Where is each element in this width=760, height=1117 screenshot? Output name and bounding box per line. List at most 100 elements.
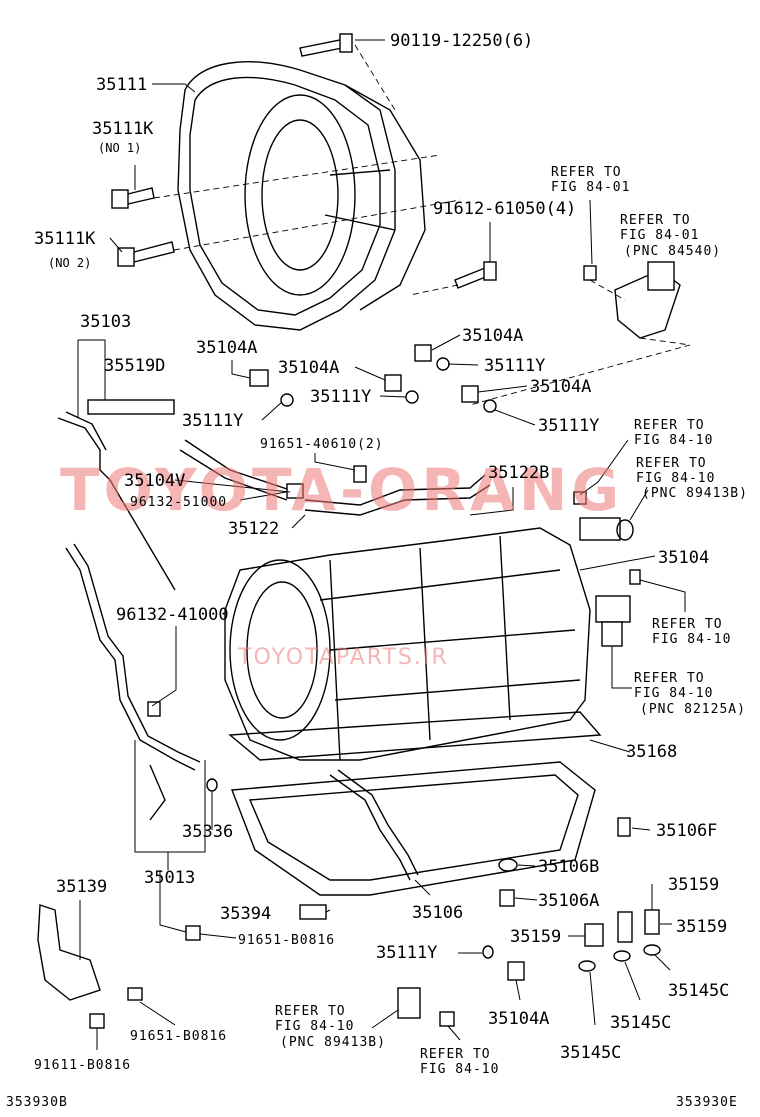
bolt-91612 <box>454 261 497 289</box>
label-plug5: 35104A <box>488 1009 549 1029</box>
ref-block-7: REFER TO FIG 84-10 (PNC 89413B) <box>275 1004 386 1050</box>
svg-text:REFER TO: REFER TO <box>420 1047 491 1062</box>
sensor-35159-2 <box>617 911 633 943</box>
label-tube-assy: 35013 <box>144 868 195 888</box>
drain-35106f <box>617 817 631 837</box>
svg-text:FIG 84-10: FIG 84-10 <box>652 632 731 647</box>
oring-2 <box>405 390 419 404</box>
label-bolt-b1: 91651-B0816 <box>238 933 335 948</box>
svg-text:FIG 84-01: FIG 84-01 <box>620 228 699 243</box>
label-pad: 35394 <box>220 904 271 924</box>
ref-block-6: REFER TO FIG 84-10 (PNC 82125A) <box>634 671 745 717</box>
oring-35336 <box>206 778 218 792</box>
label-oring5: 35336 <box>182 822 233 842</box>
oring-4 <box>483 399 497 413</box>
label-plug3: 35104A <box>462 326 523 346</box>
footer-code-right: 353930E <box>676 1095 738 1110</box>
label-drain: 35106F <box>656 821 717 841</box>
footer-code-left: 353930B <box>6 1095 68 1110</box>
pipe-35122b <box>304 474 486 506</box>
label-housing: 35111 <box>96 75 147 95</box>
bolt-91611-b0816 <box>89 1013 105 1029</box>
label-bolt-top: 90119-12250(6) <box>390 31 533 51</box>
label-hose1: 96132-51000 <box>130 495 227 510</box>
sensor-35159-1 <box>584 923 604 947</box>
dipstick <box>57 411 176 591</box>
label-bolt-b2: 91651-B0816 <box>130 1029 227 1044</box>
svg-text:FIG 84-10: FIG 84-10 <box>636 471 715 486</box>
label-oring2: 35111Y <box>310 387 371 407</box>
ref-block-5: REFER TO FIG 84-10 <box>652 617 731 647</box>
bolt-ref-8401 <box>583 265 597 281</box>
transmission-case <box>224 527 591 761</box>
label-plug1: 35104A <box>196 338 257 358</box>
oring-3 <box>436 357 450 371</box>
bolt-91651-b0816-2 <box>127 987 143 1001</box>
label-no2: (NO 2) <box>48 256 91 270</box>
plug-35104a-3 <box>414 344 432 362</box>
svg-text:(PNC 89413B): (PNC 89413B) <box>642 486 748 501</box>
label-sensor3: 35159 <box>510 927 561 947</box>
sensor-84540 <box>614 261 681 339</box>
ref-block-2: REFER TO FIG 84-01 (PNC 84540) <box>620 213 721 259</box>
svg-text:REFER TO: REFER TO <box>636 456 707 471</box>
label-oring4: 35111Y <box>538 416 599 436</box>
pad-35394 <box>299 904 327 920</box>
plug-35104a-5 <box>507 961 525 981</box>
svg-text:FIG 84-10: FIG 84-10 <box>634 686 713 701</box>
washer-2 <box>613 950 631 962</box>
oring-1 <box>280 393 294 407</box>
ref-block-1: REFER TO FIG 84-01 <box>551 165 630 195</box>
svg-text:FIG 84-10: FIG 84-10 <box>275 1019 354 1034</box>
label-trans: 35104 <box>658 548 709 568</box>
label-magnet: 35106B <box>538 857 599 877</box>
bolt-ref-8410 <box>573 491 587 505</box>
plug-35106a <box>499 889 515 907</box>
svg-text:REFER TO: REFER TO <box>634 671 705 686</box>
label-sensor2: 35159 <box>676 917 727 937</box>
washer-1 <box>578 960 596 972</box>
label-bracket: 35139 <box>56 877 107 897</box>
bolt-91651-b0816-1 <box>185 925 201 941</box>
label-35519d: 35519D <box>104 356 165 376</box>
svg-text:FIG 84-01: FIG 84-01 <box>551 180 630 195</box>
watermark-sub: TOYOTAPARTS.IR <box>237 645 449 670</box>
label-housing-no2: 35111K <box>34 229 96 249</box>
svg-text:(PNC 89413B): (PNC 89413B) <box>280 1035 386 1050</box>
label-plug2: 35104A <box>278 358 339 378</box>
label-oring3: 35111Y <box>484 356 545 376</box>
svg-text:FIG 84-10: FIG 84-10 <box>634 433 713 448</box>
svg-text:REFER TO: REFER TO <box>652 617 723 632</box>
label-dipstick: 35103 <box>80 312 131 332</box>
bracket-35139 <box>37 904 101 1001</box>
svg-text:FIG 84-10: FIG 84-10 <box>420 1062 499 1077</box>
sensor-35159-3 <box>644 909 660 935</box>
watermark: TOYOTA-ORANG <box>60 456 623 524</box>
bolt-35111k-no2 <box>117 241 175 267</box>
plug-35104a-4 <box>461 385 479 403</box>
svg-text:REFER TO: REFER TO <box>275 1004 346 1019</box>
label-plug4: 35104A <box>530 377 591 397</box>
label-oring1: 35111Y <box>182 411 243 431</box>
svg-text:REFER TO: REFER TO <box>620 213 691 228</box>
label-washer3: 35145C <box>560 1043 621 1063</box>
label-tube-v: 35104V <box>124 471 185 491</box>
label-gasket: 35168 <box>626 742 677 762</box>
label-plug-a: 35106A <box>538 891 599 911</box>
bolt-90119 <box>299 33 353 57</box>
ref-block-4: REFER TO FIG 84-10 (PNC 89413B) <box>636 456 748 501</box>
leader-lines <box>77 39 686 1050</box>
oil-cooler-tube <box>65 543 419 881</box>
oring-6 <box>482 945 494 959</box>
label-washer2: 35145C <box>610 1013 671 1033</box>
ref-block-8: REFER TO FIG 84-10 <box>420 1047 499 1077</box>
magnet-35106b <box>498 858 518 872</box>
sensor-89413b-bottom <box>397 987 455 1027</box>
plug-35104a-1 <box>249 369 269 387</box>
label-housing-no1: 35111K <box>92 119 154 139</box>
label-no1: (NO 1) <box>98 141 141 155</box>
label-35519d <box>87 399 175 415</box>
label-washer1: 35145C <box>668 981 729 1001</box>
svg-text:(PNC 84540): (PNC 84540) <box>624 244 721 259</box>
